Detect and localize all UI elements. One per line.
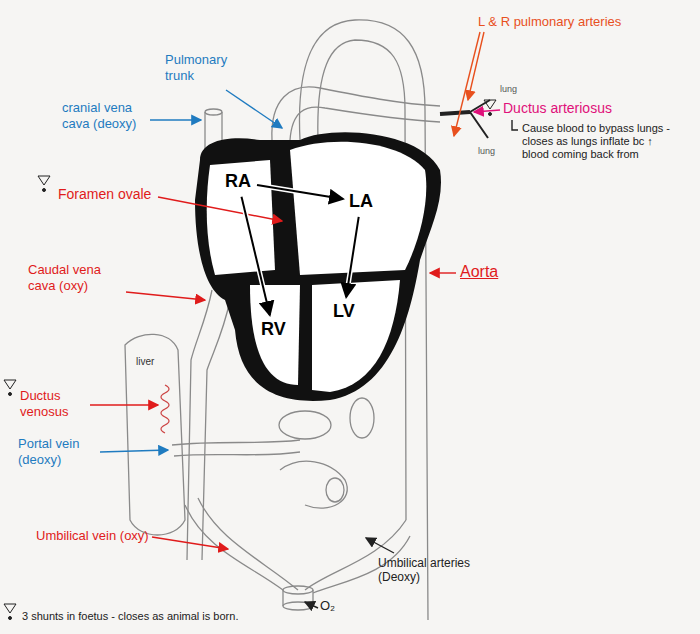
vessels-part [299,20,428,620]
vessel-label: Caudal vena cava (oxy) [28,262,123,293]
note-text: 3 shunts in foetus - closes as animal is… [22,610,322,623]
flow-arrow-line [346,217,359,297]
shunt-marker-part [489,113,492,116]
vessel-label: Portal vein (deoxy) [18,436,98,467]
heart-chamber: RA [222,170,254,194]
vessels-part [125,334,185,535]
leader-lines-part [468,32,484,100]
leader-lines-part [512,120,518,130]
vessel-label: Umbilical arteries (Deoxy) [378,556,478,585]
heart-part [290,142,426,275]
leader-lines [90,32,518,608]
chamber-label: RA [225,171,251,191]
flow-arrow [242,197,270,315]
leader-lines-part [454,32,480,136]
leader-lines-part [366,538,394,553]
leader-lines-part [430,272,456,273]
vessels [125,20,440,620]
shunt-label: Foramen ovale [58,186,168,203]
leader-lines-part [152,537,228,549]
gas-label: O₂ [320,598,350,614]
ductus-arteriosus-vessel [440,100,490,138]
leader-lines-part [126,292,205,300]
shunt-marker-part [38,176,50,185]
chamber-label: RV [261,319,286,339]
heart-part [195,132,441,401]
vessels-part [272,87,440,140]
shunt-label: Ductus arteriosus [503,100,633,117]
leader-lines-part [226,90,282,128]
organ-label: lung [478,146,518,157]
leader-lines-part [158,197,282,221]
vessels-part [283,586,313,594]
shunt-marker-part [484,100,496,109]
shunt-marker-part [43,189,46,192]
heart-chamber: RV [258,318,289,342]
vessels-part [202,300,230,560]
leader-lines-part [474,110,500,112]
heart-chamber: LA [346,190,376,214]
leader-lines-part [90,404,158,405]
leader-lines-part [305,602,318,608]
ductus-arteriosus-vessel-part [440,112,470,114]
vessels-part [326,478,344,502]
vessels-part [280,461,347,508]
vessels-part [198,498,298,590]
vessel-label: Pulmonary trunk [165,52,245,83]
leader-lines-part [100,450,168,452]
vessels-part [279,411,331,439]
vessel-label: Aorta [460,262,530,281]
vessel-label: L & R pulmonary arteries [478,14,693,30]
leader-lines-part [150,119,201,120]
organ-label: liver [136,356,176,368]
shunt-label: Ductus venosus [20,388,90,419]
flow-arrow-line [242,197,270,315]
flow-arrow [257,185,343,199]
ductus-arteriosus-vessel-part [470,100,490,138]
vessels-part [174,452,300,456]
chamber-label: LV [333,301,355,321]
vessels-part [185,505,283,590]
heart [195,132,441,401]
flow-arrow-halo [242,197,270,315]
shunt-marker-part [4,380,16,389]
vessels-part [187,290,212,560]
flow-arrow-line [257,185,343,199]
flow-arrow-halo [257,185,343,199]
vessels-part [172,440,300,445]
heart-chamber: LV [330,300,358,324]
shunt-marker [4,100,496,620]
chamber-label: LA [349,191,373,211]
vessels-part [205,109,222,115]
organ-label: lung [500,84,540,95]
vessel-label: Umbilical vein (oxy) [36,528,186,544]
ductus-venosus-vessel-part [161,385,169,433]
vessels-part [350,398,374,438]
flow-arrow-halo [346,217,359,297]
shunt-marker-part [9,393,12,396]
flow-arrow [346,217,359,297]
shunt-marker-part [9,617,12,620]
shunt-marker-part [4,604,16,613]
heart-part [312,280,400,392]
ductus-venosus-vessel [161,385,169,433]
vessel-label: cranial vena cava (deoxy) [62,100,148,131]
heart-part [250,285,300,385]
note-text: Cause blood to bypass lungs - closes as … [522,122,682,162]
